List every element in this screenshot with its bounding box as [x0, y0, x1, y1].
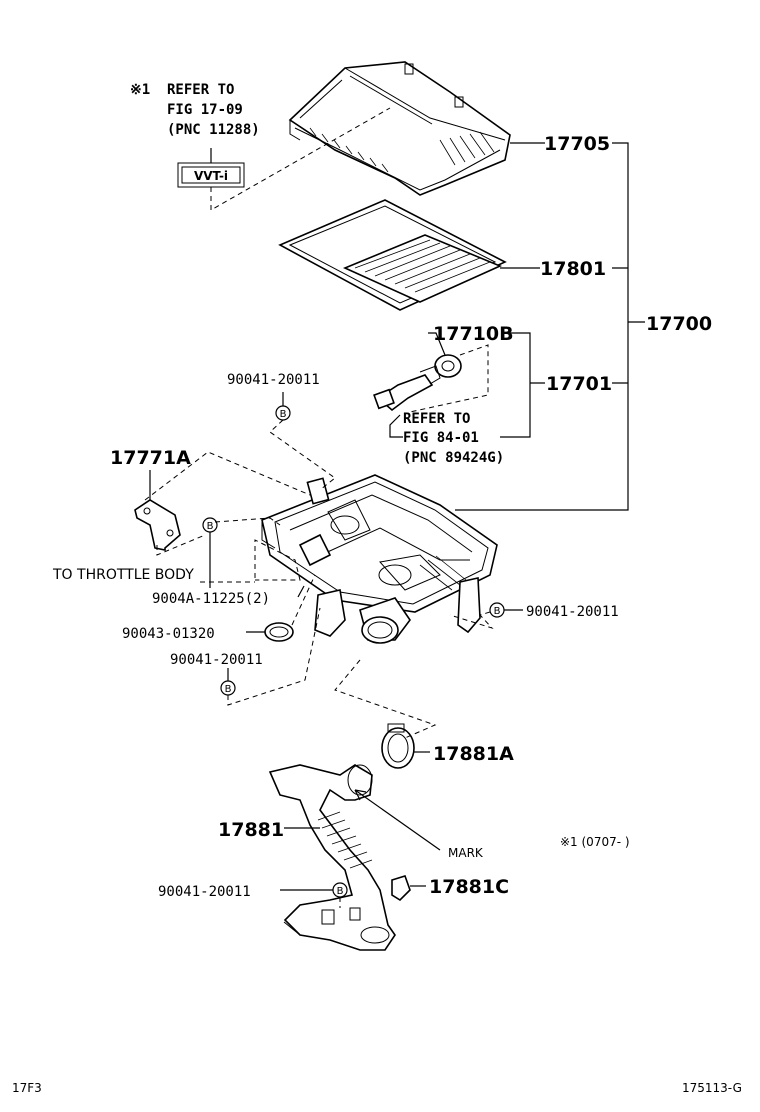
ref1-line-3: (PNC 11288) — [167, 122, 260, 138]
to-throttle-body-label: TO THROTTLE BODY — [52, 567, 194, 583]
variant-note: ※1 (0707- ) — [560, 835, 630, 849]
part-label-17801: 17801 — [540, 258, 606, 280]
vvti-emblem: VVT-i — [177, 162, 245, 188]
emblem-text: VVT-i — [194, 169, 228, 183]
part-label-90041-mid: 90041-20011 — [170, 652, 263, 668]
group-bracket-17701 — [500, 332, 545, 438]
mark-label: MARK — [448, 846, 484, 860]
figure-code: 17F3 — [12, 1081, 42, 1095]
part-label-90043: 90043-01320 — [122, 626, 215, 642]
part-label-17710b: 17710B — [433, 323, 514, 345]
part-label-90041-right: 90041-20011 — [526, 604, 619, 620]
reference-callout-2: REFER TO FIG 84-01 (PNC 89424G) — [403, 411, 504, 466]
bolt-symbol-left: B — [207, 521, 214, 532]
part-label-90041-bottom: 90041-20011 — [158, 884, 251, 900]
bolt-symbol-mid: B — [225, 684, 232, 695]
group-bracket-17700 — [455, 142, 645, 511]
part-label-17881c: 17881C — [429, 876, 509, 898]
reference-callout-1: ※1 REFER TO FIG 17-09 (PNC 11288) — [130, 82, 260, 138]
intake-hose-17881 — [268, 764, 396, 951]
gasket-90043 — [264, 622, 294, 642]
ref-mark: ※1 — [130, 82, 150, 98]
sensor-plug — [373, 365, 441, 412]
air-cleaner-case — [261, 474, 498, 644]
plug-17710b — [434, 354, 462, 378]
ref2-line-1: REFER TO — [403, 411, 470, 427]
part-label-17705: 17705 — [544, 133, 610, 155]
bracket-17771a — [134, 499, 181, 551]
part-label-17771a: 17771A — [110, 447, 191, 469]
bolt-symbol-bottom: B — [337, 886, 344, 897]
bolt-symbol-right: B — [494, 606, 501, 617]
bolt-symbol-top: B — [280, 409, 287, 420]
drawing-number: 175113-G — [682, 1081, 742, 1095]
part-label-90041-top: 90041-20011 — [227, 372, 320, 388]
clip-17881c — [391, 875, 411, 902]
hose-clamp-17881a — [381, 723, 415, 769]
ref2-line-3: (PNC 89424G) — [403, 450, 504, 466]
part-label-17700: 17700 — [646, 313, 712, 335]
part-label-17881a: 17881A — [433, 743, 514, 765]
part-label-17701: 17701 — [546, 373, 612, 395]
air-filter-element — [278, 199, 507, 311]
ref1-line-2: FIG 17-09 — [167, 102, 243, 118]
ref2-line-2: FIG 84-01 — [403, 430, 479, 446]
part-label-9004a: 9004A-11225(2) — [152, 591, 270, 607]
ref1-line-1: REFER TO — [167, 82, 234, 98]
air-cleaner-cap — [288, 61, 511, 196]
part-label-17881: 17881 — [218, 819, 284, 841]
